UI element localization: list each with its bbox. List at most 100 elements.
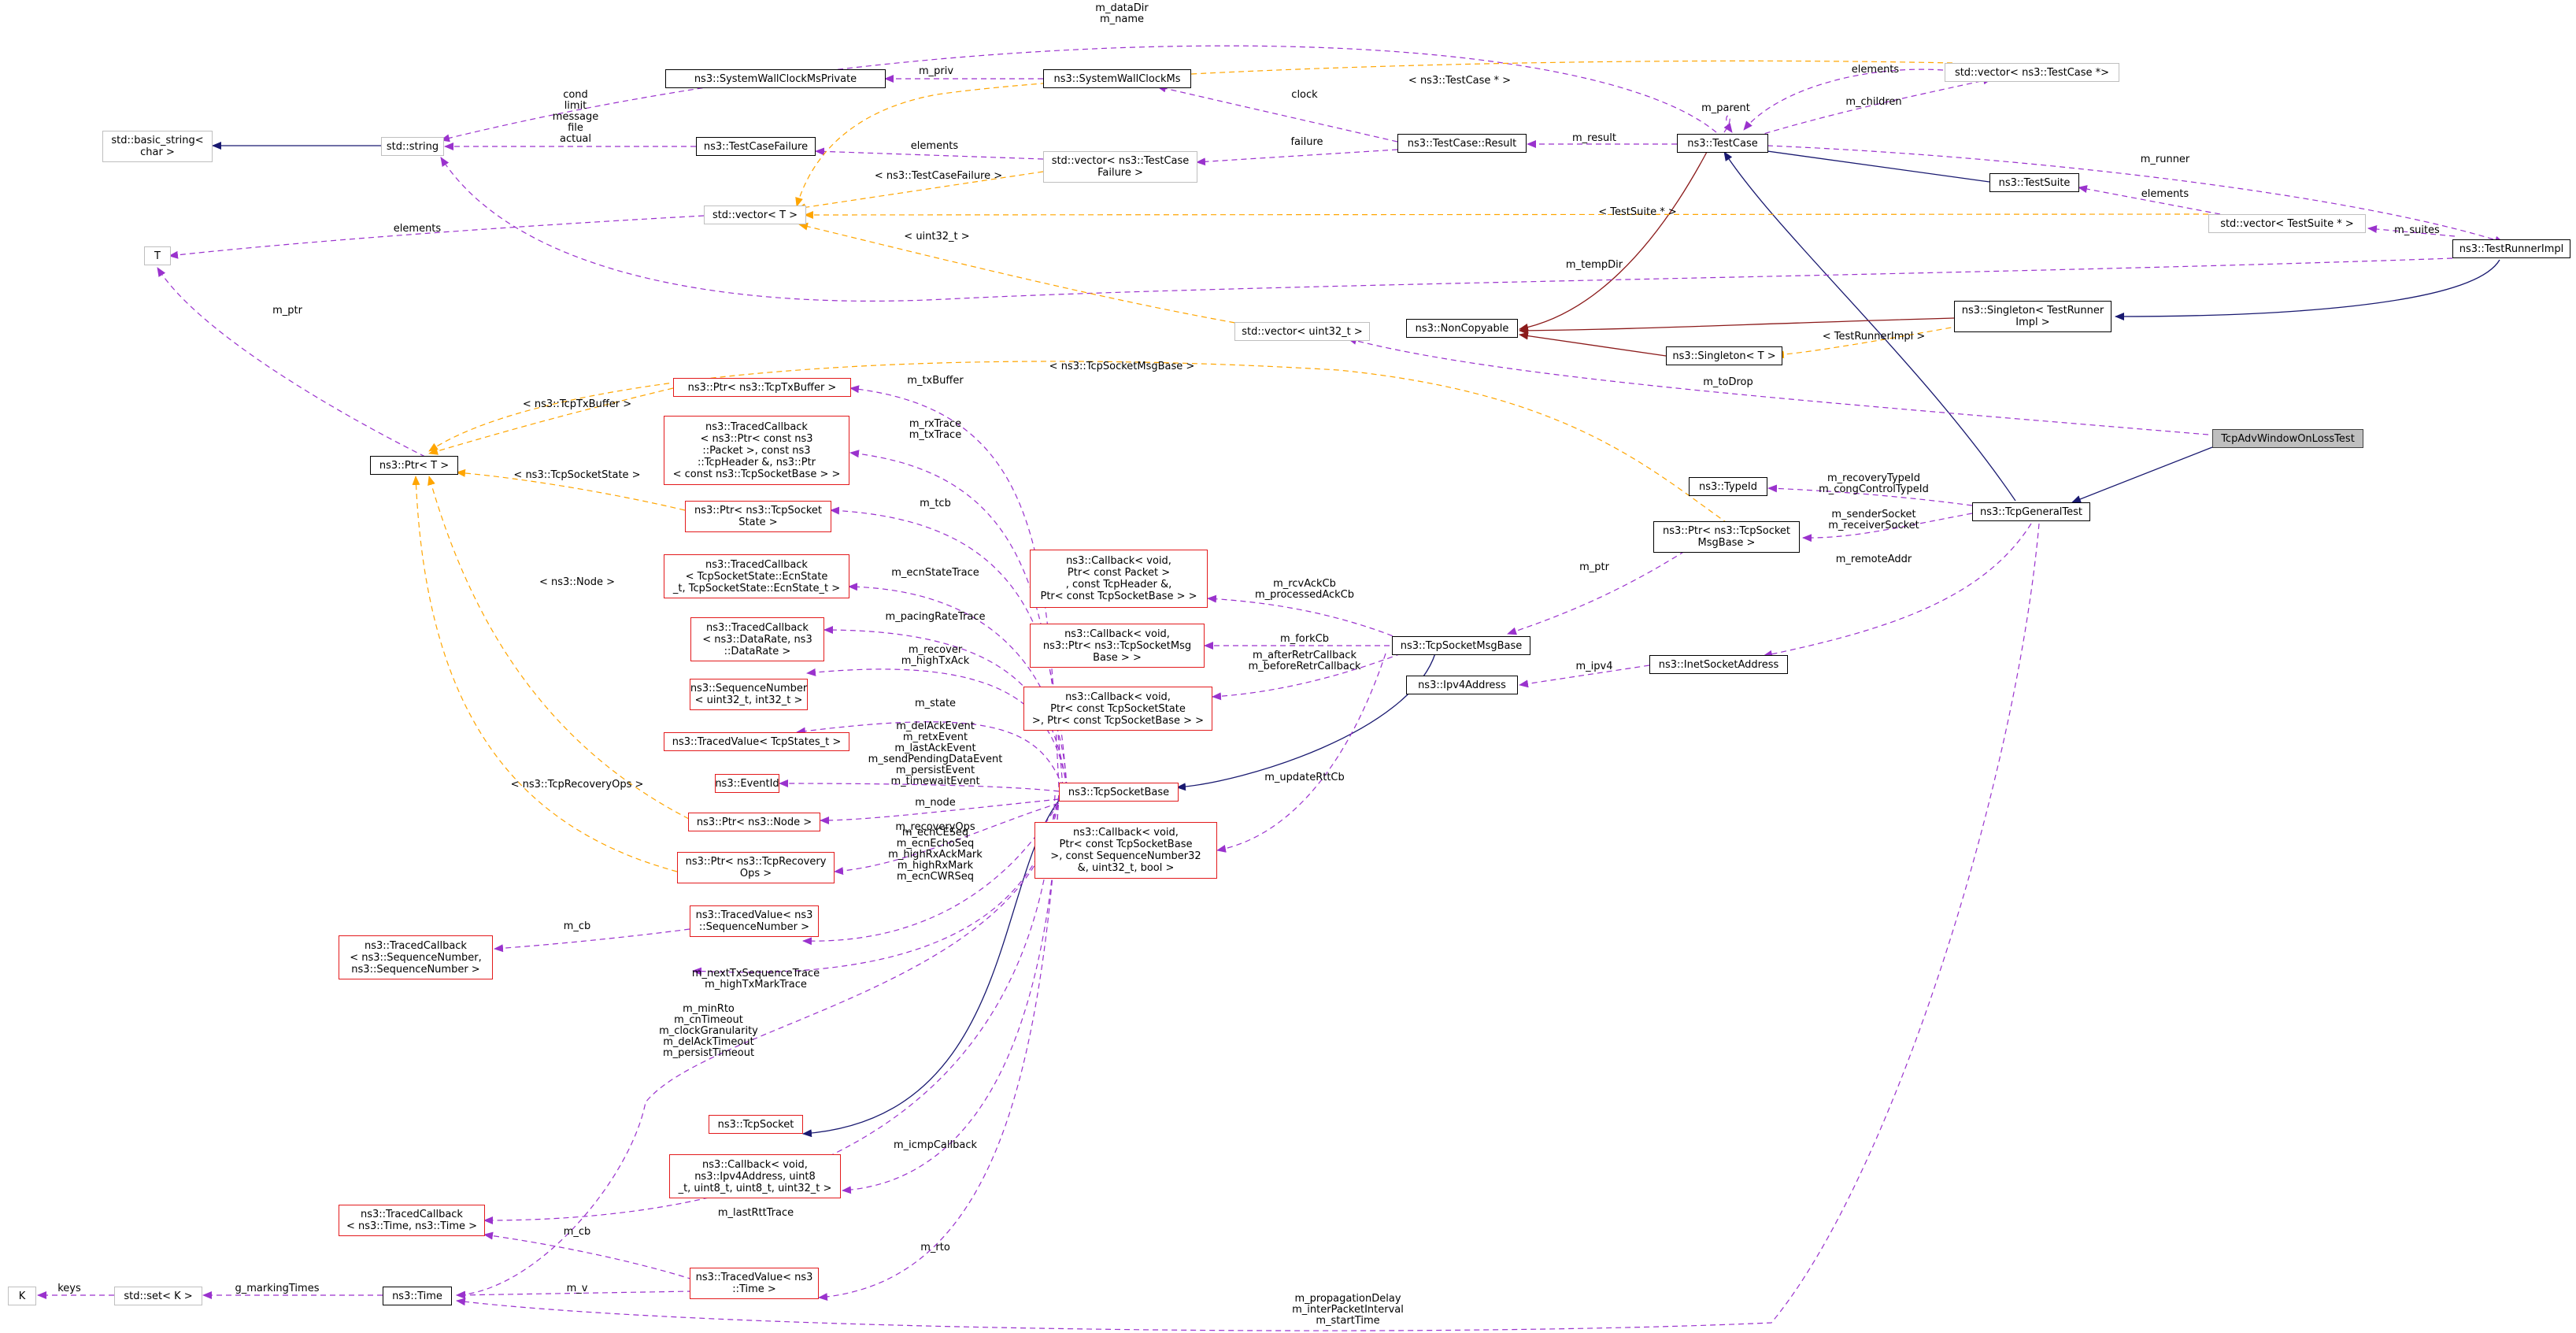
class-node-singleton-t[interactable]: ns3::Singleton< T >: [1666, 346, 1782, 365]
class-node-tracedvalue-sequencenumber[interactable]: ns3::TracedValue< ns3 ::SequenceNumber >: [690, 905, 819, 937]
edge-node: [820, 798, 1060, 824]
node-label: ns3::Callback< void, Ptr< const TcpSocke…: [1031, 691, 1205, 727]
class-node-tracedcallback-sequencenumber[interactable]: ns3::TracedCallback < ns3::SequenceNumbe…: [339, 935, 493, 979]
edge-label-recoveryops-t: < ns3::TcpRecoveryOps >: [511, 779, 644, 791]
node-label: ns3::TracedValue< ns3 ::Time >: [695, 1272, 813, 1295]
class-node-time[interactable]: ns3::Time: [383, 1287, 452, 1305]
class-node-t[interactable]: T: [144, 246, 171, 265]
class-node-tracedvalue-tcpstates[interactable]: ns3::TracedValue< TcpStates_t >: [664, 732, 849, 751]
edge-todrop: [1347, 336, 2209, 435]
class-node-callback-fork[interactable]: ns3::Callback< void, ns3::Ptr< ns3::TcpS…: [1030, 624, 1205, 668]
edge-lastrtt: [483, 794, 1056, 1224]
class-node-tracedcallback-ecnstate[interactable]: ns3::TracedCallback < TcpSocketState::Ec…: [664, 554, 849, 598]
node-label: ns3::Ptr< ns3::TcpSocket State >: [694, 505, 823, 528]
class-node-sequencenumber[interactable]: ns3::SequenceNumber < uint32_t, int32_t …: [690, 679, 808, 710]
class-node-tracedcallback-time[interactable]: ns3::TracedCallback < ns3::Time, ns3::Ti…: [339, 1205, 485, 1236]
edge-pacing: [824, 626, 1068, 788]
edge-label-tempdir: m_tempDir: [1566, 259, 1623, 271]
class-node-testcasefailure[interactable]: ns3::TestCaseFailure: [696, 137, 816, 156]
class-node-tcpsocket[interactable]: ns3::TcpSocket: [709, 1115, 803, 1134]
class-node-eventid[interactable]: ns3::EventId: [715, 774, 779, 793]
class-node-inetsocketaddress[interactable]: ns3::InetSocketAddress: [1649, 655, 1788, 674]
edge-label-runner: m_runner: [2141, 154, 2190, 165]
edge-tcfailure-tpl: [796, 171, 1044, 212]
edge-label-result: m_result: [1572, 132, 1616, 144]
edge-tri-tpl: [1775, 325, 1961, 359]
edge-rcvack: [1207, 594, 1402, 640]
edge-ecnce: [802, 794, 1064, 946]
class-node-callback-updatertt[interactable]: ns3::Callback< void, Ptr< const TcpSocke…: [1034, 822, 1217, 879]
class-node-tracedvalue-time[interactable]: ns3::TracedValue< ns3 ::Time >: [690, 1268, 819, 1299]
node-label: ns3::EventId: [715, 777, 779, 790]
edge-label-ipv4: m_ipv4: [1576, 661, 1613, 672]
class-node-tcpadvwindowonlosstest[interactable]: TcpAdvWindowOnLossTest: [2212, 429, 2363, 448]
node-label: ns3::Ptr< ns3::Node >: [696, 816, 812, 828]
class-node-testcase-result[interactable]: ns3::TestCase::Result: [1397, 134, 1527, 153]
class-node-testsuite[interactable]: ns3::TestSuite: [1989, 173, 2079, 192]
edge-propagation: [456, 523, 2040, 1331]
class-node-tracedcallback-datarate[interactable]: ns3::TracedCallback < ns3::DataRate, ns3…: [690, 617, 824, 661]
class-node-vector-t[interactable]: std::vector< T >: [704, 206, 806, 224]
edge-recoverytypeid: [1767, 484, 1973, 506]
node-label: std::set< K >: [124, 1290, 193, 1302]
class-node-vector-uint32[interactable]: std::vector< uint32_t >: [1234, 322, 1370, 341]
edge-label-mcb1: m_cb: [564, 920, 591, 932]
class-node-vector-testsuite-ptr[interactable]: std::vector< TestSuite * >: [2208, 214, 2366, 233]
class-node-testcase[interactable]: ns3::TestCase: [1677, 134, 1768, 153]
class-node-ptr-node[interactable]: ns3::Ptr< ns3::Node >: [688, 813, 820, 831]
edge-tempdir: [440, 157, 2453, 302]
edge-label-icmp: m_icmpCallback: [894, 1139, 977, 1151]
class-node-callback-retr[interactable]: ns3::Callback< void, Ptr< const TcpSocke…: [1023, 687, 1212, 731]
node-label: ns3::Time: [392, 1290, 442, 1302]
edge-tcptr-tpl: [795, 60, 1953, 207]
node-label: ns3::Ipv4Address: [1418, 679, 1506, 691]
edge-label-mptr-t: m_ptr: [272, 305, 303, 317]
edge-tcb: [830, 506, 1068, 788]
class-node-ptr-t[interactable]: ns3::Ptr< T >: [370, 456, 458, 475]
edge-label-failure: failure: [1290, 136, 1323, 148]
class-node-std-string[interactable]: std::string: [381, 137, 444, 156]
node-label: ns3::TracedCallback < ns3::Ptr< const ns…: [672, 420, 841, 480]
node-label: TcpAdvWindowOnLossTest: [2221, 432, 2355, 445]
class-node-systemwallclockmsprivate[interactable]: ns3::SystemWallClockMsPrivate: [665, 69, 886, 88]
edge-label-fork: m_forkCb: [1280, 633, 1329, 645]
class-node-tcpsocketmsgbase[interactable]: ns3::TcpSocketMsgBase: [1392, 636, 1530, 655]
class-node-vector-testcasefailure[interactable]: std::vector< ns3::TestCase Failure >: [1043, 151, 1197, 183]
class-node-noncopyable[interactable]: ns3::NonCopyable: [1406, 319, 1518, 338]
class-node-typeid[interactable]: ns3::TypeId: [1689, 477, 1767, 496]
class-node-tcpsocketbase[interactable]: ns3::TcpSocketBase: [1059, 783, 1179, 802]
class-node-ipv4address[interactable]: ns3::Ipv4Address: [1406, 676, 1518, 694]
edge-txbuf-tpl: [428, 387, 674, 455]
class-node-set-k[interactable]: std::set< K >: [114, 1287, 202, 1305]
node-label: ns3::TracedValue< TcpStates_t >: [672, 735, 842, 748]
class-node-std-basic-string[interactable]: std::basic_string< char >: [102, 131, 213, 162]
class-node-k[interactable]: K: [8, 1287, 36, 1305]
node-label: ns3::SystemWallClockMs: [1053, 72, 1181, 85]
class-node-singleton-testrunnerimpl[interactable]: ns3::Singleton< TestRunner Impl >: [1954, 301, 2112, 332]
node-label: ns3::Singleton< T >: [1672, 350, 1776, 362]
node-label: ns3::TracedCallback < ns3::Time, ns3::Ti…: [346, 1209, 478, 1232]
edge-icmp: [842, 794, 1060, 1194]
class-node-tracedcallback-packet[interactable]: ns3::TracedCallback < ns3::Ptr< const ns…: [664, 416, 849, 485]
edge-label-todrop: m_toDrop: [1703, 376, 1753, 388]
class-node-callback-rcvack[interactable]: ns3::Callback< void, Ptr< const Packet >…: [1030, 550, 1208, 608]
node-label: ns3::Callback< void, ns3::Ipv4Address, u…: [678, 1158, 832, 1194]
class-node-tcpgeneraltest[interactable]: ns3::TcpGeneralTest: [1972, 502, 2090, 521]
class-node-ptr-tcprecoveryops[interactable]: ns3::Ptr< ns3::TcpRecovery Ops >: [677, 852, 835, 883]
class-node-vector-testcase-ptr[interactable]: std::vector< ns3::TestCase *>: [1945, 63, 2119, 82]
class-node-ptr-tcpsocketstate[interactable]: ns3::Ptr< ns3::TcpSocket State >: [685, 501, 831, 532]
class-node-testrunnerimpl[interactable]: ns3::TestRunnerImpl: [2452, 239, 2570, 258]
node-label: ns3::Ptr< ns3::TcpSocket MsgBase >: [1662, 525, 1791, 549]
edge-recovery-tpl: [412, 476, 678, 872]
class-node-systemwallclockms[interactable]: ns3::SystemWallClockMs: [1043, 69, 1191, 88]
class-node-ptr-tcptxbuffer[interactable]: ns3::Ptr< ns3::TcpTxBuffer >: [673, 378, 851, 397]
edge-singletont-noncopyable: [1519, 331, 1667, 357]
node-label: ns3::NonCopyable: [1415, 322, 1509, 335]
node-label: std::vector< ns3::TestCase *>: [1954, 66, 2110, 79]
class-node-ptr-tcpsocketmsgbase[interactable]: ns3::Ptr< ns3::TcpSocket MsgBase >: [1653, 521, 1800, 553]
class-node-callback-icmp[interactable]: ns3::Callback< void, ns3::Ipv4Address, u…: [669, 1154, 841, 1198]
edge-msgbase-socketbase: [1176, 653, 1436, 791]
edge-ipv4: [1519, 665, 1650, 688]
